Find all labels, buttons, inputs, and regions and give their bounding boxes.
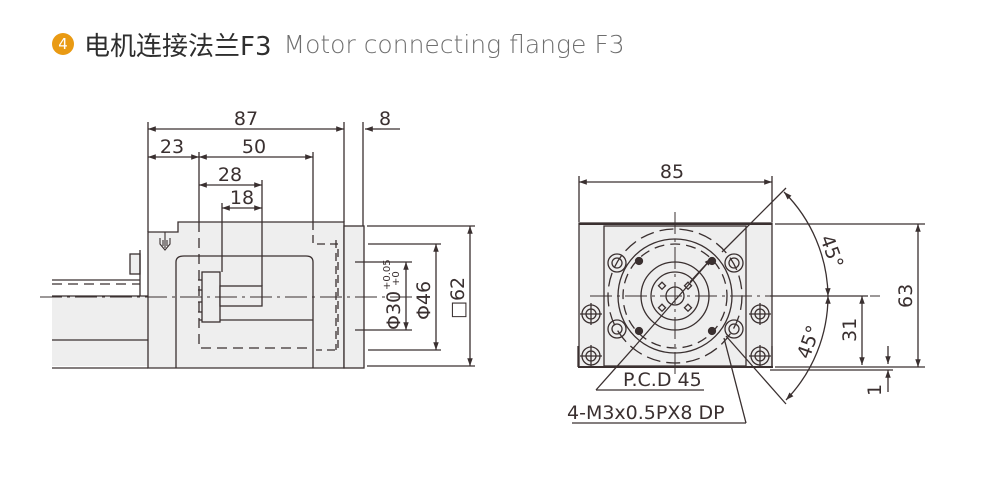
title-chinese: 电机连接法兰F3 [84, 31, 272, 62]
bolt-icon [159, 232, 171, 251]
dim-label-87: 87 [234, 108, 258, 130]
dim-label-63: 63 [895, 284, 917, 308]
dim-label-85: 85 [660, 161, 684, 183]
side-view [40, 122, 475, 369]
tapped-holes [634, 256, 717, 336]
title-english: Motor connecting flange F3 [283, 29, 625, 59]
dim-label-31: 31 [839, 318, 861, 342]
inner-pocket [175, 255, 314, 368]
bore-tolerance-lower: +0 [391, 271, 402, 286]
dim-label-1: 1 [864, 384, 886, 396]
dim-label-18: 18 [230, 187, 254, 209]
dim-label-bore: Φ30 +0.05 +0 [382, 259, 405, 330]
section-header: 4 电机连接法兰F3 Motor connecting flange F3 [52, 26, 625, 62]
angle-label-bottom: 45° [793, 323, 825, 362]
angle-label-top: 45° [815, 232, 847, 271]
angle-arc-bottom [785, 295, 831, 401]
dim-label-28: 28 [218, 164, 242, 186]
dim-label-50: 50 [242, 136, 266, 158]
thread-callout: 4-M3x0.5PX8 DP [567, 402, 725, 424]
motor-body [52, 296, 148, 366]
dim-label-46: Φ46 [413, 281, 435, 320]
dim-label-62: □62 [447, 277, 469, 319]
pcd-callout: P.C.D 45 [623, 369, 702, 391]
dim-label-8: 8 [379, 108, 391, 130]
front-view [572, 176, 925, 424]
mounting-holes [580, 253, 771, 367]
section-number-badge: 4 [52, 33, 74, 55]
angle-arc-top [783, 191, 831, 297]
dim-label-30: Φ30 [383, 291, 405, 330]
dim-label-23: 23 [160, 136, 184, 158]
bore-tolerance-upper: +0.05 [382, 259, 393, 290]
